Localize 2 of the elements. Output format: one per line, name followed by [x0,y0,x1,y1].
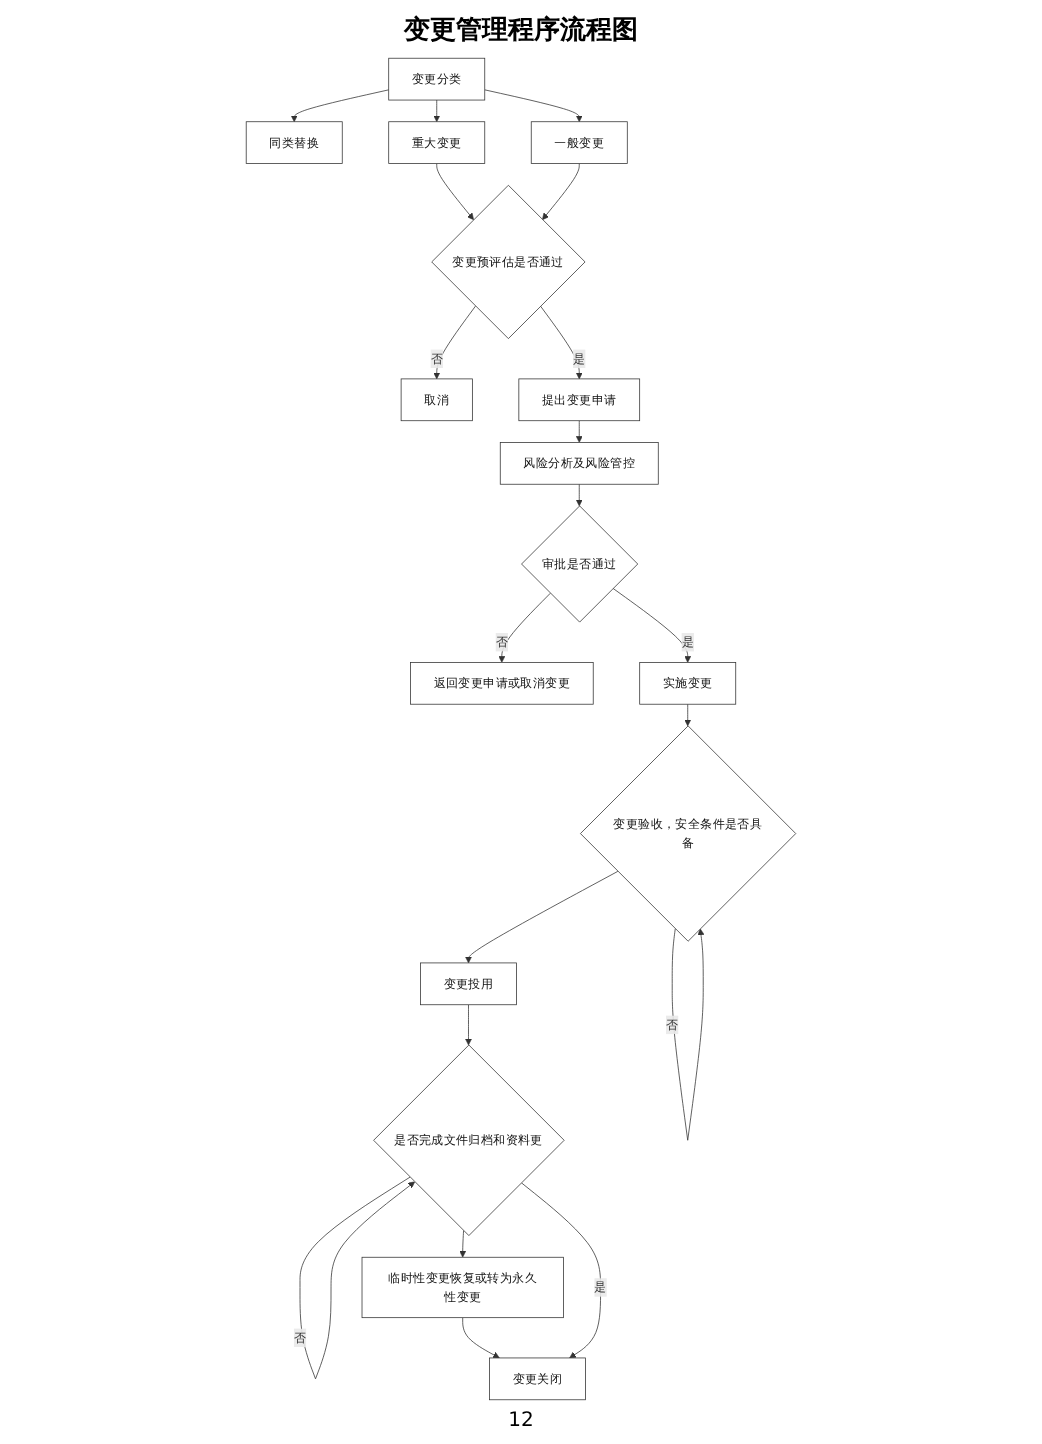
page-number: 12 [508,1410,534,1432]
diagram-title: 变更管理程序流程图 [404,13,638,48]
